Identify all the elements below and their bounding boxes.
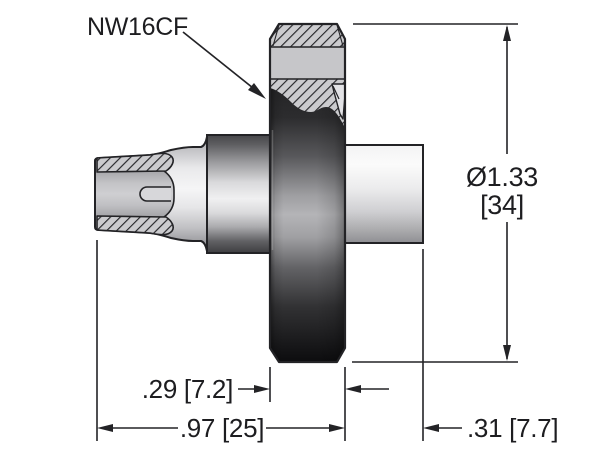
dimension-annotations: Ø1.33 [34] .29 [7.2] .97 [25]	[96, 23, 559, 443]
leader-line	[182, 31, 254, 89]
flange-disk-edge-shading	[270, 88, 345, 362]
knife-edge-groove-line	[332, 85, 340, 100]
dim-overall-length: .97 [25]	[96, 240, 345, 443]
dim-overall-length-text: .97 [25]	[180, 413, 264, 443]
flange-type-label: NW16CF	[87, 13, 188, 41]
flange-bolt-band	[270, 47, 345, 79]
flange-outline	[268, 22, 347, 364]
socket-wall-hatch-bottom	[96, 215, 174, 236]
flange-chamfer-facet-right	[336, 24, 344, 47]
dim-flange-thickness: .29 [7.2]	[142, 367, 389, 441]
socket-wall-hatch-top	[96, 152, 174, 173]
arrow-left-icon	[423, 424, 439, 432]
vacuum-fitting-part	[94, 22, 424, 364]
arrow-right-icon	[329, 424, 345, 432]
socket-slot	[140, 187, 171, 201]
dim-diameter-inch: Ø1.33	[466, 162, 538, 192]
center-tube-cylinder	[206, 134, 271, 254]
right-tube-stub	[344, 144, 424, 244]
socket-slot-outline	[139, 186, 171, 202]
arrow-down-icon	[503, 345, 511, 361]
arrow-left-icon	[97, 424, 113, 432]
flange-hatch-band-top	[270, 24, 345, 47]
dim-stub-length-text: .31 [7.7]	[467, 413, 558, 443]
arrow-up-icon	[503, 25, 511, 41]
socket-rim-inner-edge	[163, 170, 175, 218]
arrow-right-icon	[254, 385, 270, 393]
arrow-left-icon	[345, 385, 361, 393]
dim-flange-thickness-text: .29 [7.2]	[142, 374, 233, 404]
leader-arrowhead-icon	[248, 83, 266, 99]
socket-bore	[96, 171, 174, 217]
dim-stub-length: .31 [7.7]	[422, 249, 559, 443]
dim-diameter: Ø1.33 [34]	[352, 23, 538, 363]
dim-diameter-mm: [34]	[480, 190, 524, 220]
flange-callout: NW16CF	[87, 13, 266, 99]
flange-chamfer-facet-left	[272, 24, 280, 47]
